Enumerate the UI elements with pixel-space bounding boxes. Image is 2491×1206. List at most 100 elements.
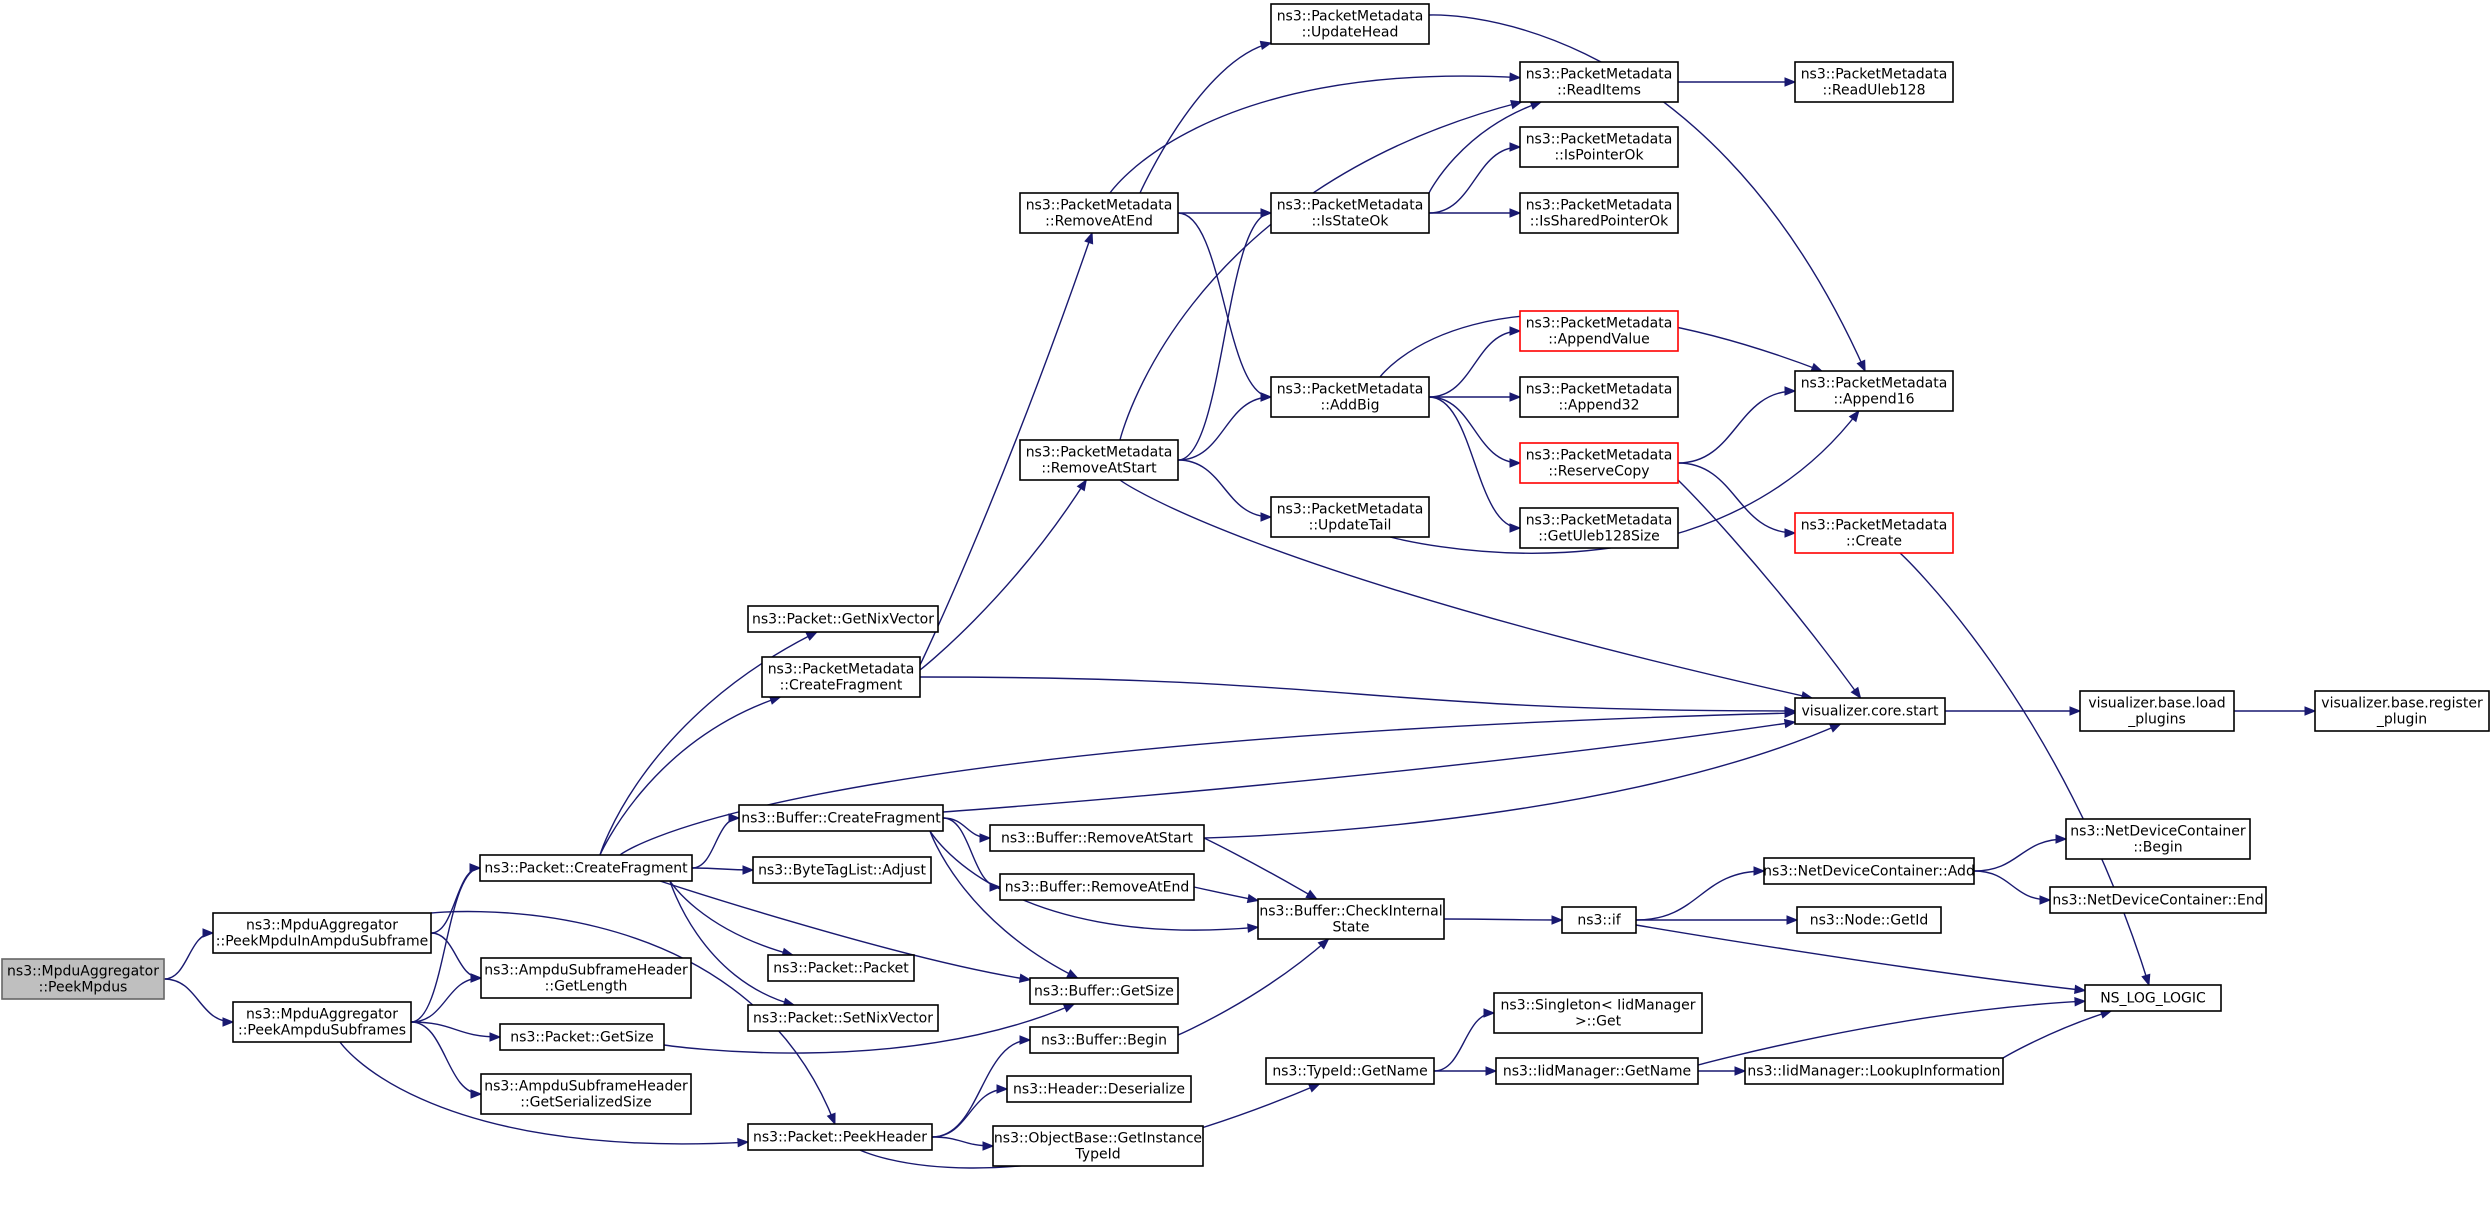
node-ns-log-logic[interactable]: NS_LOG_LOGIC [2084, 984, 2222, 1012]
node-singleton-get[interactable]: ns3::Singleton< IidManager >::Get [1493, 992, 1703, 1034]
node-box[interactable] [1744, 1057, 2004, 1085]
node-packetmetadata-readuleb128[interactable]: ns3::PacketMetadata::ReadUleb128 [1794, 61, 1954, 103]
node-packetmetadata-removeatend[interactable]: ns3::PacketMetadata::RemoveAtEnd [1019, 192, 1179, 234]
node-box[interactable] [761, 656, 921, 698]
node-visualizer-base-load-plugins[interactable]: visualizer.base.load_plugins [2079, 690, 2235, 732]
node-box[interactable] [1019, 439, 1179, 481]
node-box[interactable] [1029, 977, 1179, 1005]
node-box[interactable] [212, 912, 432, 954]
node-netdevicecontainer-begin[interactable]: ns3::NetDeviceContainer::Begin [2065, 818, 2251, 860]
node-box[interactable] [1561, 906, 1637, 934]
node-box[interactable] [479, 854, 693, 882]
node-box[interactable] [1519, 126, 1679, 168]
node-box[interactable] [480, 1073, 692, 1115]
node-packetmetadata-reservecopy[interactable]: ns3::PacketMetadata::ReserveCopy [1519, 442, 1679, 484]
node-box[interactable] [1519, 192, 1679, 234]
node-box[interactable] [1519, 507, 1679, 549]
node-box[interactable] [1495, 1057, 1699, 1085]
node-box[interactable] [767, 954, 915, 982]
node-box[interactable] [747, 1004, 939, 1032]
node-box[interactable] [1519, 61, 1679, 103]
node-packetmetadata-createfragment[interactable]: ns3::PacketMetadata::CreateFragment [761, 656, 921, 698]
node-packetmetadata-appendvalue[interactable]: ns3::PacketMetadata::AppendValue [1519, 310, 1679, 352]
node-box[interactable] [480, 957, 692, 999]
node-box[interactable] [1519, 442, 1679, 484]
node-box[interactable] [1794, 61, 1954, 103]
node-box[interactable] [747, 1123, 933, 1151]
node-ampdusubframeheader-getserializedsize[interactable]: ns3::AmpduSubframeHeader::GetSerializedS… [480, 1073, 692, 1115]
node-box[interactable] [1265, 1057, 1435, 1085]
node-box[interactable] [1270, 496, 1430, 538]
node-box[interactable] [1257, 898, 1445, 940]
node-peekmpduinampdusubframe[interactable]: ns3::MpduAggregator::PeekMpduInAmpduSubf… [212, 912, 432, 954]
node-typeid-getname[interactable]: ns3::TypeId::GetName [1265, 1057, 1435, 1085]
node-buffer-createfragment[interactable]: ns3::Buffer::CreateFragment [738, 804, 944, 832]
node-box[interactable] [747, 605, 939, 633]
node-packetmetadata-updatetail[interactable]: ns3::PacketMetadata::UpdateTail [1270, 496, 1430, 538]
node-bytetaglist-adjust[interactable]: ns3::ByteTagList::Adjust [752, 856, 932, 884]
node-box[interactable] [1006, 1075, 1192, 1103]
node-box[interactable] [1763, 857, 1975, 885]
node-buffer-begin[interactable]: ns3::Buffer::Begin [1029, 1026, 1179, 1054]
node-box[interactable] [1794, 512, 1954, 554]
node-box[interactable] [992, 1125, 1204, 1167]
node-box[interactable] [232, 1001, 412, 1043]
node-box[interactable] [2084, 984, 2222, 1012]
node-ns3-if[interactable]: ns3::if [1561, 906, 1637, 934]
node-box[interactable] [1794, 370, 1954, 412]
node-box[interactable] [1794, 697, 1946, 725]
node-iidmanager-getname[interactable]: ns3::IidManager::GetName [1495, 1057, 1699, 1085]
node-packetmetadata-updatehead[interactable]: ns3::PacketMetadata::UpdateHead [1270, 3, 1430, 45]
node-iidmanager-lookupinformation[interactable]: ns3::IidManager::LookupInformation [1744, 1057, 2004, 1085]
node-box[interactable] [738, 804, 944, 832]
node-box[interactable] [2049, 886, 2267, 914]
node-buffer-removeatend[interactable]: ns3::Buffer::RemoveAtEnd [999, 873, 1195, 901]
node-netdevicecontainer-end[interactable]: ns3::NetDeviceContainer::End [2049, 886, 2267, 914]
node-peekmpdus[interactable]: ns3::MpduAggregator::PeekMpdus [1, 958, 165, 1000]
node-packet-packet[interactable]: ns3::Packet::Packet [767, 954, 915, 982]
node-peekampdusubframes[interactable]: ns3::MpduAggregator::PeekAmpduSubframes [232, 1001, 412, 1043]
node-visualizer-base-register-plugin[interactable]: visualizer.base.register_plugin [2314, 690, 2490, 732]
node-netdevicecontainer-add[interactable]: ns3::NetDeviceContainer::Add [1763, 857, 1975, 885]
node-box[interactable] [1, 958, 165, 1000]
node-packetmetadata-removeatstart[interactable]: ns3::PacketMetadata::RemoveAtStart [1019, 439, 1179, 481]
node-packet-createfragment[interactable]: ns3::Packet::CreateFragment [479, 854, 693, 882]
node-box[interactable] [1270, 376, 1430, 418]
node-packetmetadata-readitems[interactable]: ns3::PacketMetadata::ReadItems [1519, 61, 1679, 103]
node-box[interactable] [499, 1023, 665, 1051]
node-packetmetadata-issharedpointerok[interactable]: ns3::PacketMetadata::IsSharedPointerOk [1519, 192, 1679, 234]
node-buffer-removeatstart[interactable]: ns3::Buffer::RemoveAtStart [989, 824, 1205, 852]
node-buffer-getsize[interactable]: ns3::Buffer::GetSize [1029, 977, 1179, 1005]
node-header-deserialize[interactable]: ns3::Header::Deserialize [1006, 1075, 1192, 1103]
node-box[interactable] [2065, 818, 2251, 860]
node-box[interactable] [1519, 310, 1679, 352]
node-packet-peekheader[interactable]: ns3::Packet::PeekHeader [747, 1123, 933, 1151]
node-box[interactable] [1270, 3, 1430, 45]
node-packet-getnixvector[interactable]: ns3::Packet::GetNixVector [747, 605, 939, 633]
node-ampdusubframeheader-getlength[interactable]: ns3::AmpduSubframeHeader::GetLength [480, 957, 692, 999]
node-visualizer-core-start[interactable]: visualizer.core.start [1794, 697, 1946, 725]
node-packetmetadata-ispointerok[interactable]: ns3::PacketMetadata::IsPointerOk [1519, 126, 1679, 168]
node-packetmetadata-addbig[interactable]: ns3::PacketMetadata::AddBig [1270, 376, 1430, 418]
node-box[interactable] [1796, 906, 1942, 934]
node-box[interactable] [2079, 690, 2235, 732]
node-packet-setnixvector[interactable]: ns3::Packet::SetNixVector [747, 1004, 939, 1032]
node-node-getid[interactable]: ns3::Node::GetId [1796, 906, 1942, 934]
node-packetmetadata-isstateok[interactable]: ns3::PacketMetadata::IsStateOk [1270, 192, 1430, 234]
node-box[interactable] [1519, 376, 1679, 418]
node-packetmetadata-append32[interactable]: ns3::PacketMetadata::Append32 [1519, 376, 1679, 418]
node-box[interactable] [989, 824, 1205, 852]
node-box[interactable] [752, 856, 932, 884]
node-box[interactable] [2314, 690, 2490, 732]
node-box[interactable] [1029, 1026, 1179, 1054]
node-box[interactable] [1493, 992, 1703, 1034]
node-box[interactable] [1270, 192, 1430, 234]
node-packetmetadata-getuleb128size[interactable]: ns3::PacketMetadata::GetUleb128Size [1519, 507, 1679, 549]
node-packet-getsize[interactable]: ns3::Packet::GetSize [499, 1023, 665, 1051]
node-packetmetadata-create[interactable]: ns3::PacketMetadata::Create [1794, 512, 1954, 554]
node-box[interactable] [999, 873, 1195, 901]
node-box[interactable] [1019, 192, 1179, 234]
node-packetmetadata-append16[interactable]: ns3::PacketMetadata::Append16 [1794, 370, 1954, 412]
